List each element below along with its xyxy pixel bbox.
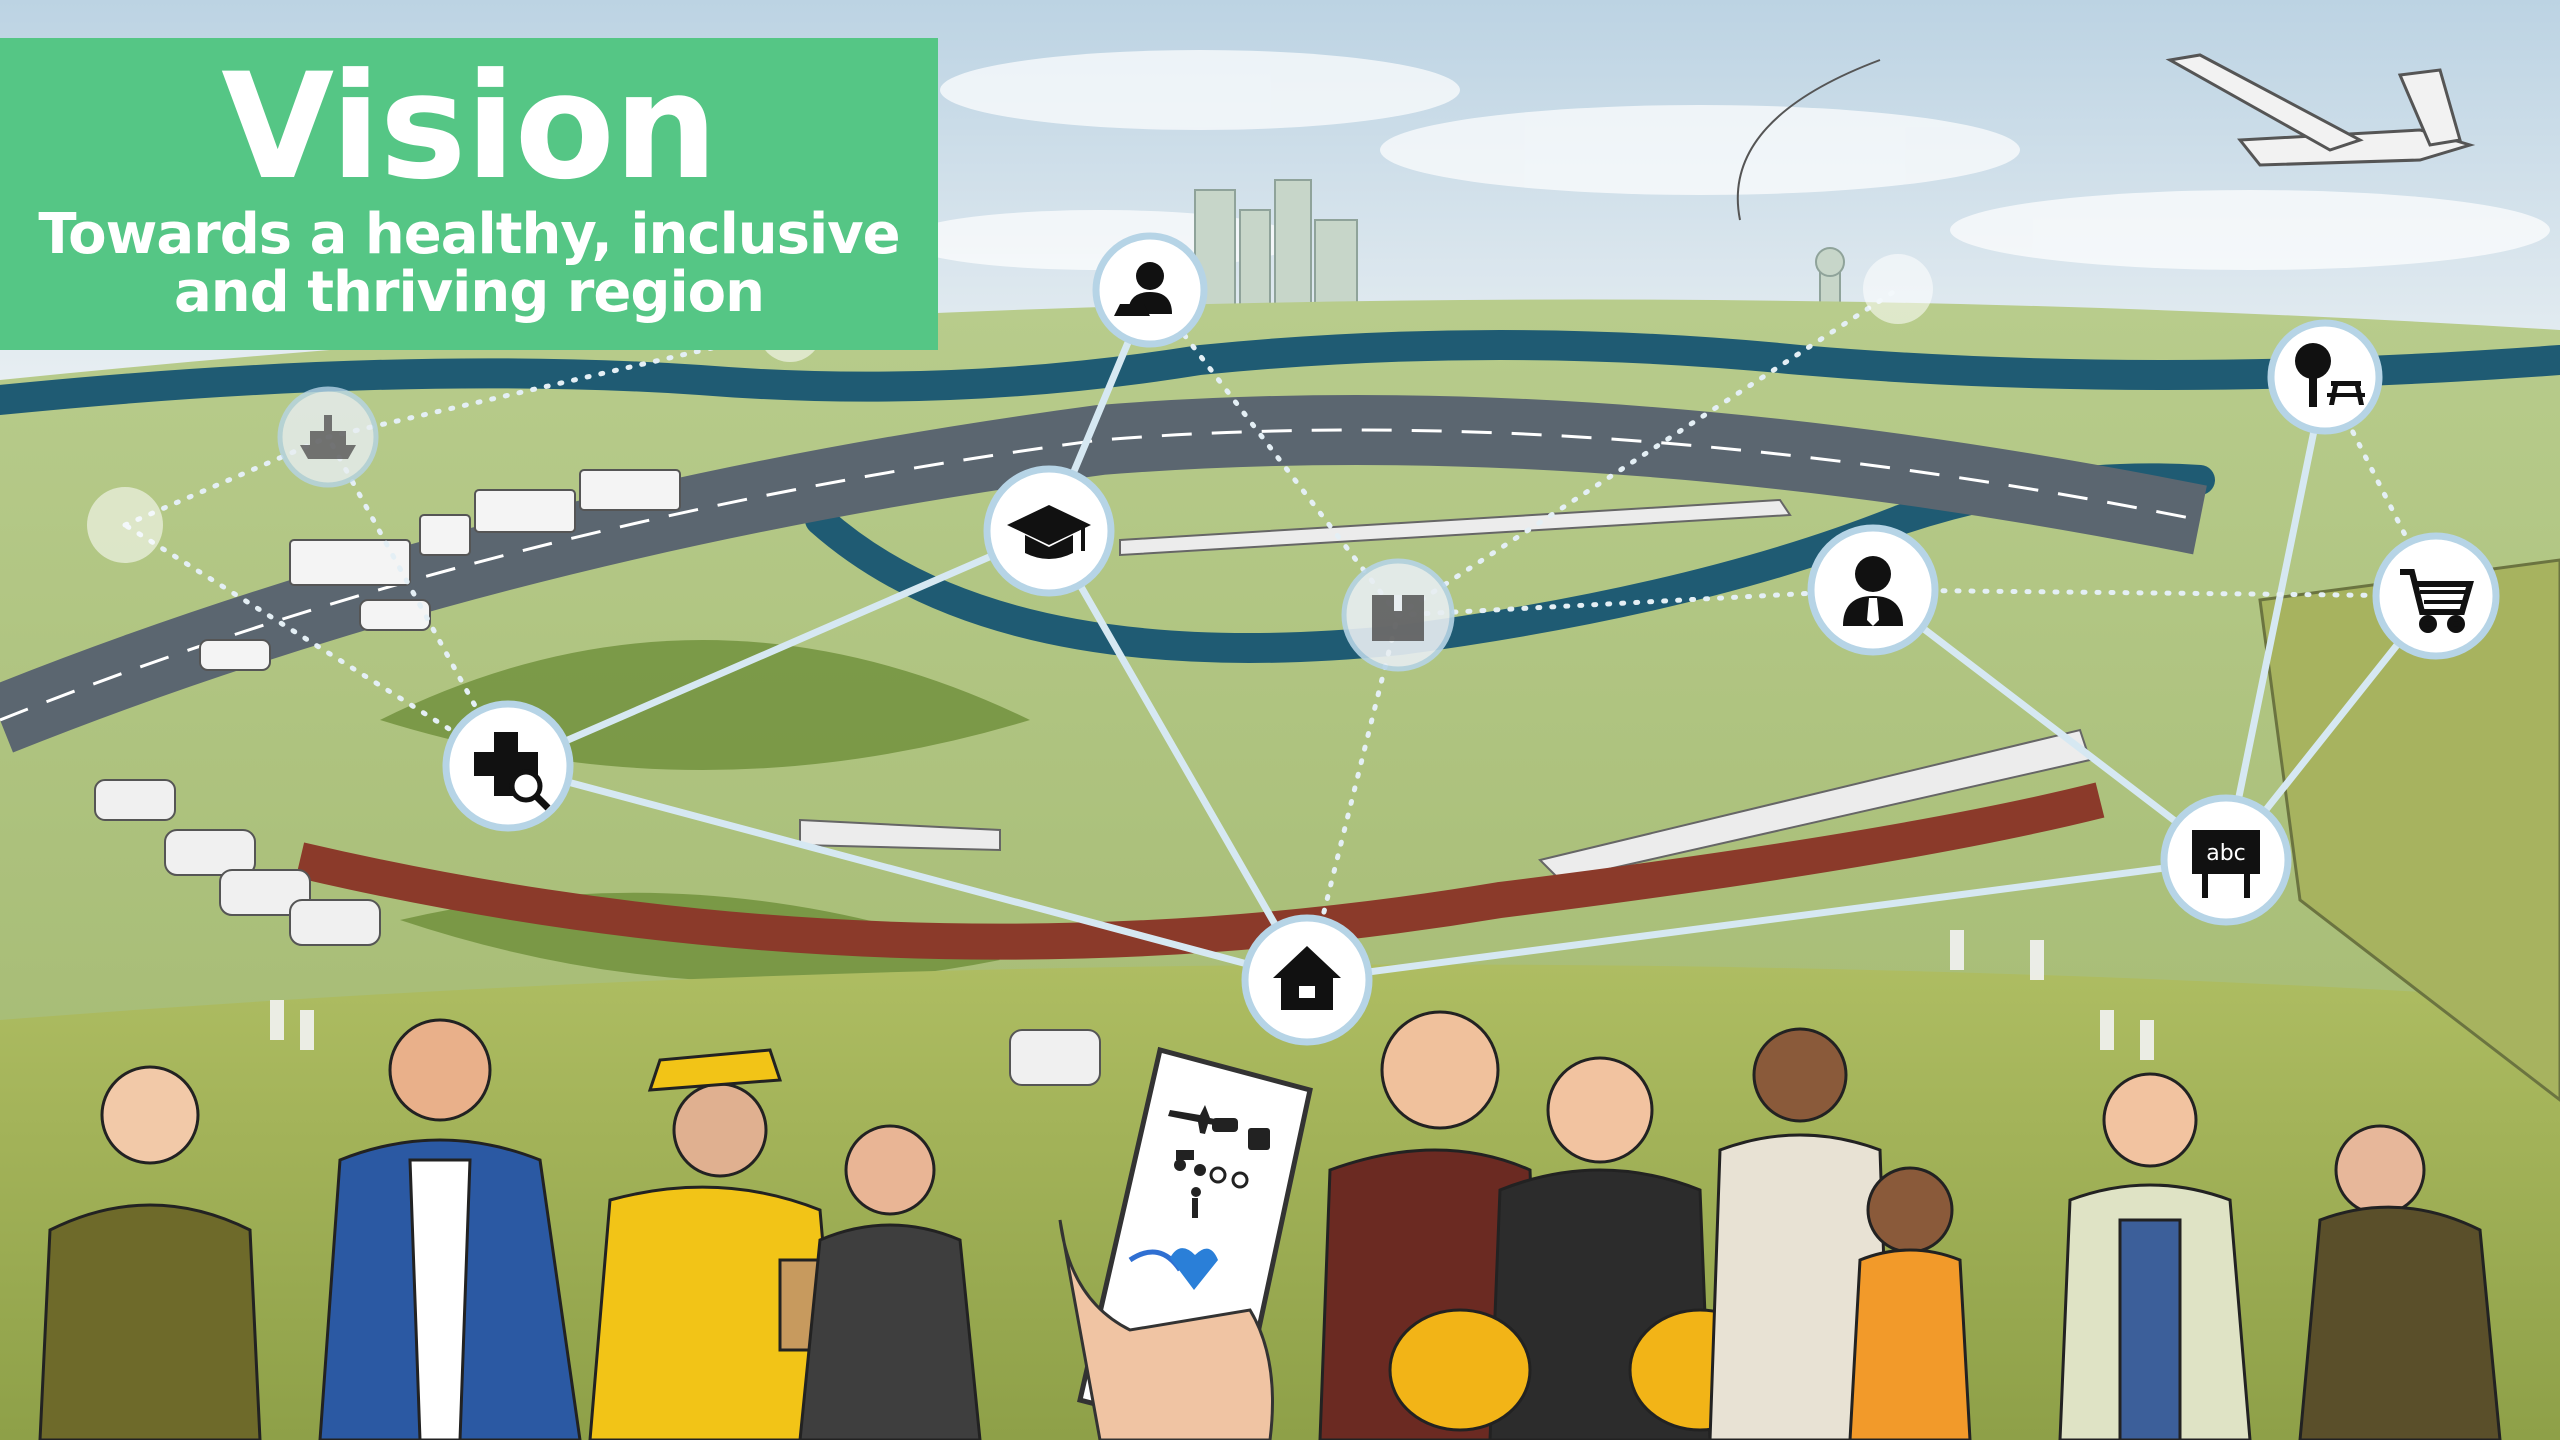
person-girl bbox=[1848, 1166, 1972, 1440]
node-home bbox=[1241, 914, 1373, 1046]
logistics-node bbox=[1341, 558, 1455, 672]
shopping-cart-icon bbox=[2400, 569, 2474, 633]
chalkboard-icon: abc bbox=[2192, 830, 2260, 898]
electric-airplane bbox=[2165, 53, 2476, 167]
laptop-worker-icon bbox=[1114, 262, 1172, 316]
node-education bbox=[983, 465, 1115, 597]
chalkboard-text: abc bbox=[2206, 841, 2246, 866]
trucks bbox=[199, 469, 681, 671]
node-healthcare bbox=[442, 700, 574, 832]
ferry-node bbox=[277, 386, 379, 488]
person-woman-headphones bbox=[2058, 1072, 2252, 1440]
medical-search-icon bbox=[474, 732, 551, 811]
foreground-people bbox=[38, 1010, 2502, 1440]
person-woman-brown-hair bbox=[798, 1124, 982, 1440]
bicycle-icon bbox=[1209, 1166, 1249, 1189]
node-remote-work bbox=[1092, 232, 1208, 348]
subtitle-line-1: Towards a healthy, inclusive bbox=[38, 202, 900, 267]
parked-cars bbox=[94, 779, 1101, 1086]
businessman-icon bbox=[1843, 556, 1903, 626]
background-people bbox=[270, 930, 2154, 1060]
ferry-icon bbox=[300, 415, 356, 459]
person-elderly-man bbox=[2298, 1124, 2502, 1440]
node-recreation bbox=[2267, 319, 2383, 435]
bus-icon bbox=[1248, 1128, 1270, 1150]
highway-lines bbox=[0, 428, 2201, 722]
person-woman bbox=[1708, 1027, 1892, 1440]
tree-picnic-icon bbox=[2295, 343, 2365, 407]
person-elderly-woman bbox=[38, 1065, 262, 1440]
route-heart-logo bbox=[1128, 1248, 1218, 1290]
scooter-icon bbox=[1174, 1150, 1206, 1176]
page-title: Vision bbox=[221, 42, 718, 212]
title-banner: Vision Towards a healthy, inclusive and … bbox=[0, 38, 938, 350]
hand-holding-phone bbox=[1058, 1219, 1274, 1440]
subtitle-line-2: and thriving region bbox=[173, 260, 765, 326]
phone-mode-icons bbox=[1168, 1105, 1270, 1218]
walking-icon bbox=[1191, 1187, 1201, 1218]
bike-path bbox=[295, 782, 2105, 960]
package-icon bbox=[1372, 595, 1424, 641]
graduation-cap-icon bbox=[1007, 505, 1091, 559]
trains bbox=[799, 498, 2092, 882]
house-icon bbox=[1273, 946, 1341, 1010]
car-icon bbox=[1212, 1118, 1238, 1132]
clouds bbox=[900, 50, 2550, 270]
node-school: abc bbox=[2160, 794, 2292, 926]
page-subtitle: Towards a healthy, inclusive and thrivin… bbox=[0, 202, 938, 326]
plane-icon bbox=[1168, 1105, 1230, 1134]
node-work bbox=[1807, 524, 1939, 656]
node-shopping bbox=[2372, 532, 2500, 660]
person-man-blue-blazer bbox=[318, 1018, 582, 1440]
flight-path bbox=[1736, 59, 1881, 221]
